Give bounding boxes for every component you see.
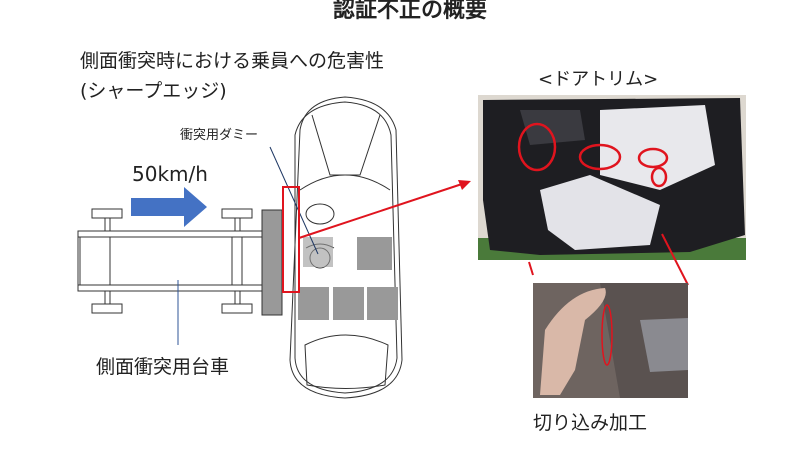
car-seats — [298, 237, 398, 320]
cart-label: 側面衝突用台車 — [96, 356, 230, 378]
zoom-line-left — [528, 261, 534, 276]
defect-circles — [517, 122, 669, 188]
dummy-leader-line — [269, 146, 319, 255]
door-trim-label: <ドアトリム> — [538, 69, 659, 90]
pointer-arrowhead — [458, 180, 471, 190]
cut-label: 切り込み加工 — [533, 412, 648, 434]
speed-label: 50km/h — [132, 162, 208, 186]
dummy-label: 衝突用ダミー — [180, 128, 259, 143]
door-trim-photo — [478, 95, 746, 260]
cut-closeup-photo — [533, 283, 688, 398]
slide-title: 認証不正の概要 — [332, 0, 487, 23]
direction-arrow — [131, 187, 207, 227]
subtitle-line1: 側面衝突時における乗員への危害性 — [80, 50, 385, 72]
subtitle-line2: (シャープエッジ) — [80, 80, 227, 102]
pointer-line — [298, 183, 463, 239]
highlight-box — [282, 186, 300, 293]
zoom-line-right — [661, 233, 689, 286]
impact-cart — [77, 208, 283, 316]
